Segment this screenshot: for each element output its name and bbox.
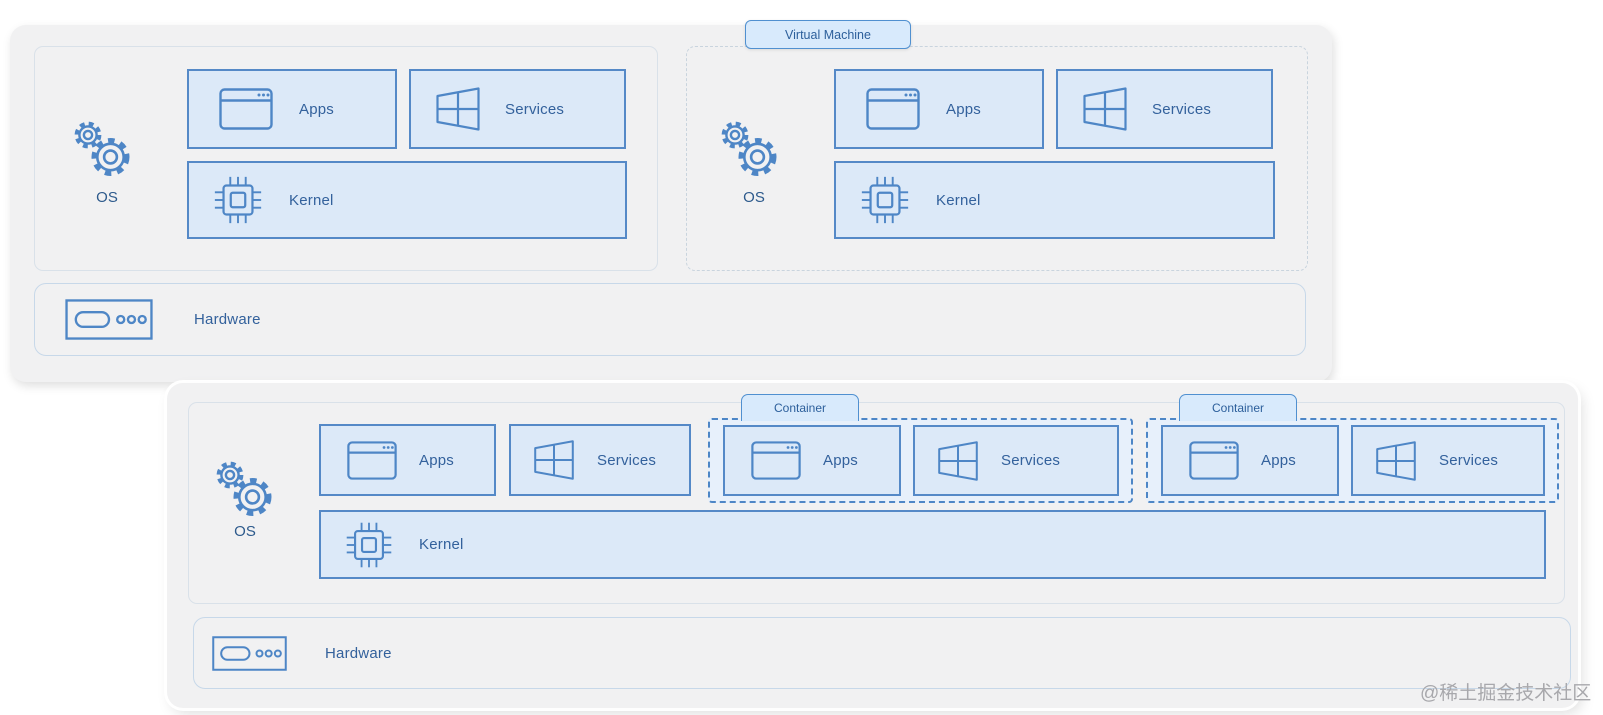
services-box: Services (1351, 425, 1545, 496)
os-label: OS (743, 189, 765, 206)
container-tab-label: Container (773, 401, 827, 415)
apps-box: Apps (1161, 425, 1339, 496)
services-label: Services (597, 451, 657, 469)
app-window-icon (219, 88, 273, 130)
app-window-icon (751, 441, 801, 480)
kernel-box: Kernel (187, 161, 627, 239)
watermark: @稀土掘金技术社区 (1420, 683, 1592, 704)
app-window-icon (347, 441, 397, 480)
gears-icon (71, 119, 135, 181)
hardware-label: Hardware (325, 644, 392, 662)
hardware-row: Hardware (34, 283, 1306, 356)
kernel-label: Kernel (289, 191, 334, 209)
windows-logo-icon (433, 85, 483, 133)
os-label: OS (96, 189, 118, 206)
gears-icon (213, 459, 277, 521)
services-box: Services (509, 424, 691, 496)
chip-icon (343, 519, 395, 571)
apps-label: Apps (946, 100, 981, 118)
windows-logo-icon (1373, 439, 1419, 483)
kernel-label: Kernel (936, 191, 981, 209)
vm-panel: Virtual Machine OS Apps Services Kernel … (10, 20, 1332, 382)
apps-box: Apps (834, 69, 1044, 149)
chip-icon (211, 173, 265, 227)
windows-logo-icon (531, 438, 577, 482)
apps-box: Apps (319, 424, 496, 496)
server-icon (64, 299, 154, 340)
services-box: Services (409, 69, 626, 149)
app-window-icon (866, 88, 920, 130)
container-tab-1: Container (741, 394, 859, 421)
windows-logo-icon (935, 439, 981, 483)
virtual-machine-tab-label: Virtual Machine (785, 27, 871, 42)
os-label: OS (234, 523, 256, 540)
apps-label: Apps (1261, 452, 1296, 469)
container-host-os: OS Apps Services Container Apps (188, 394, 1565, 604)
vm-instance-1: OS Apps Services Kernel (34, 46, 658, 271)
services-box: Services (1056, 69, 1273, 149)
services-label: Services (1001, 452, 1061, 469)
services-label: Services (1152, 100, 1212, 118)
container-tab-label: Container (1211, 401, 1265, 415)
apps-label: Apps (823, 452, 858, 469)
hardware-row: Hardware (193, 617, 1571, 689)
server-icon (210, 636, 289, 671)
kernel-box: Kernel (319, 510, 1546, 579)
container-instance-1: Apps Services (708, 418, 1133, 503)
kernel-box: Kernel (834, 161, 1275, 239)
apps-box: Apps (187, 69, 397, 149)
apps-label: Apps (419, 451, 454, 469)
app-window-icon (1189, 441, 1239, 480)
container-instance-2: Apps Services (1146, 418, 1559, 503)
apps-box: Apps (723, 425, 901, 496)
gears-icon (718, 119, 782, 181)
vm-instance-2: OS Apps Services Kernel (686, 46, 1308, 271)
services-label: Services (505, 100, 565, 118)
windows-logo-icon (1080, 85, 1130, 133)
hardware-label: Hardware (194, 311, 261, 328)
container-tab-2: Container (1179, 394, 1297, 421)
kernel-label: Kernel (419, 536, 464, 553)
container-panel: OS Apps Services Container Apps (167, 383, 1578, 708)
chip-icon (858, 173, 912, 227)
apps-label: Apps (299, 100, 334, 118)
services-box: Services (913, 425, 1119, 496)
services-label: Services (1439, 452, 1499, 469)
virtual-machine-tab: Virtual Machine (745, 20, 911, 49)
